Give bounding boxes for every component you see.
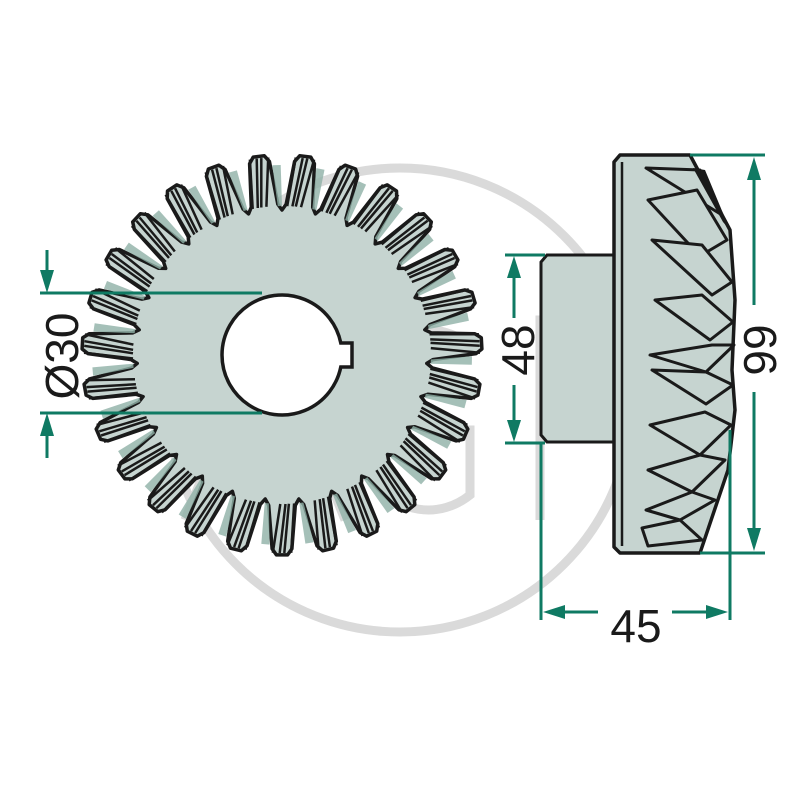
hub-diameter-dimension [505, 253, 545, 445]
outer-diameter-dimension [690, 153, 765, 555]
gear-side-view [539, 153, 737, 555]
hub-diameter-label: 48 [492, 324, 544, 375]
bore-with-keyway [220, 293, 354, 417]
gear-front-view [80, 154, 484, 557]
gear-teeth-profile [640, 166, 736, 548]
bore-diameter-label: Ø30 [36, 313, 88, 400]
hub [539, 253, 618, 444]
bore-diameter-dimension [40, 250, 262, 458]
outer-diameter-label: 99 [734, 324, 786, 375]
overall-length-dimension [539, 430, 732, 620]
overall-length-label: 45 [610, 600, 661, 652]
